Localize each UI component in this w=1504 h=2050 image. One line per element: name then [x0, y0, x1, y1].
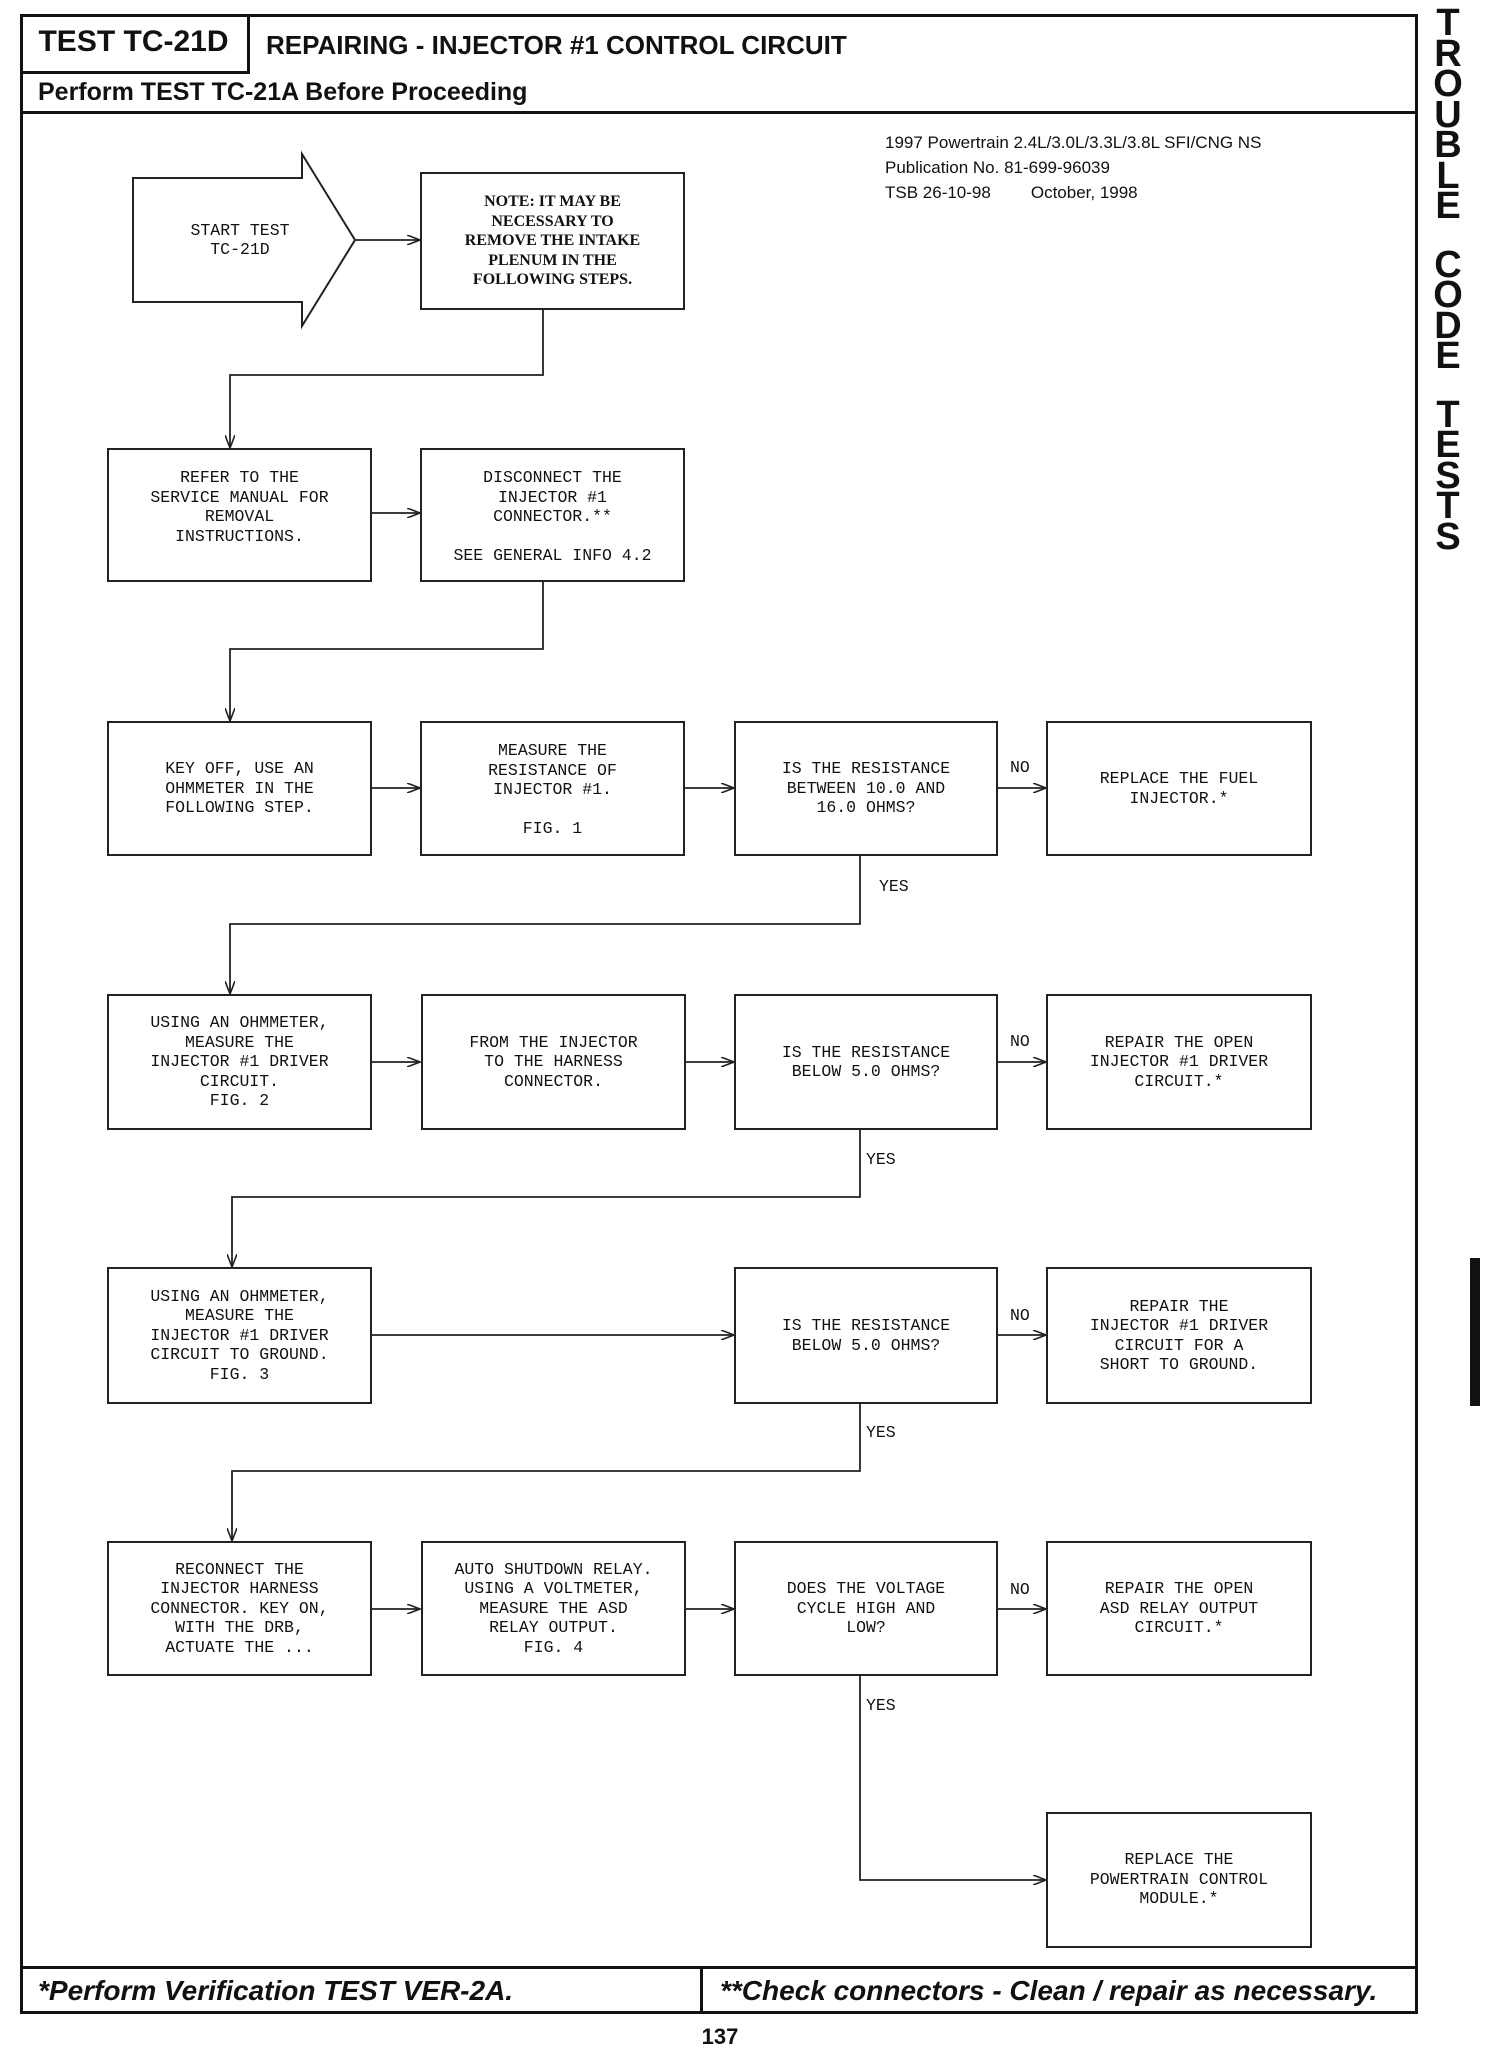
ohmmeter-ground-box: USING AN OHMMETER, MEASURE THE INJECTOR … [107, 1267, 372, 1404]
side-letter: E [1435, 335, 1461, 377]
side-letter: O [1433, 274, 1463, 316]
page-number: 137 [701, 2024, 739, 2049]
no-label: NO [1010, 1580, 1030, 1599]
ohmmeter-driver-box: USING AN OHMMETER, MEASURE THE INJECTOR … [107, 994, 372, 1130]
disconnect-connector-box: DISCONNECT THE INJECTOR #1 CONNECTOR.** … [420, 448, 685, 582]
title-row: TEST TC-21D REPAIRING - INJECTOR #1 CONT… [20, 14, 1418, 74]
side-letter: T [1436, 2, 1460, 44]
test-label: TEST TC-21D [20, 14, 250, 74]
resistance-question-3: IS THE RESISTANCE BELOW 5.0 OHMS? [734, 1267, 998, 1404]
tsb-number: TSB 26-10-98 [885, 183, 991, 202]
repair-asd-box: REPAIR THE OPEN ASD RELAY OUTPUT CIRCUIT… [1046, 1541, 1312, 1676]
subtitle-row: Perform TEST TC-21A Before Proceeding [20, 74, 1418, 114]
no-label: NO [1010, 1032, 1030, 1051]
tsb-date: October, 1998 [1030, 183, 1138, 202]
replace-pcm-box: REPLACE THE POWERTRAIN CONTROL MODULE.* [1046, 1812, 1312, 1948]
no-label: NO [1010, 1306, 1030, 1325]
footer-verification-note: *Perform Verification TEST VER-2A. [38, 1975, 514, 2006]
side-letter: U [1434, 93, 1462, 136]
note-box: NOTE: IT MAY BE NECESSARY TO REMOVE THE … [420, 172, 685, 310]
yes-label: YES [879, 877, 909, 896]
publication-line-1: 1997 Powertrain 2.4L/3.0L/3.3L/3.8L SFI/… [885, 133, 1262, 152]
page-frame [20, 14, 1418, 2014]
resistance-question-2: IS THE RESISTANCE BELOW 5.0 OHMS? [734, 994, 998, 1130]
replace-injector-box: REPLACE THE FUEL INJECTOR.* [1046, 721, 1312, 856]
start-arrow-shape [132, 150, 357, 330]
side-letter: L [1436, 154, 1460, 197]
injector-to-harness-box: FROM THE INJECTOR TO THE HARNESS CONNECT… [421, 994, 686, 1130]
side-letter: S [1435, 515, 1461, 558]
yes-label: YES [866, 1696, 896, 1715]
resistance-question-1: IS THE RESISTANCE BETWEEN 10.0 AND 16.0 … [734, 721, 998, 856]
subtitle: Perform TEST TC-21A Before Proceeding [38, 78, 528, 106]
side-letter: D [1434, 304, 1462, 347]
page-title: REPAIRING - INJECTOR #1 CONTROL CIRCUIT [266, 30, 847, 60]
section-marker [1470, 1258, 1480, 1406]
side-letter: R [1434, 32, 1462, 75]
publication-info: 1997 Powertrain 2.4L/3.0L/3.3L/3.8L SFI/… [885, 130, 1261, 205]
repair-short-box: REPAIR THE INJECTOR #1 DRIVER CIRCUIT FO… [1046, 1267, 1312, 1404]
refer-manual-box: REFER TO THE SERVICE MANUAL FOR REMOVAL … [107, 448, 372, 582]
voltage-question: DOES THE VOLTAGE CYCLE HIGH AND LOW? [734, 1541, 998, 1676]
footer-divider [700, 1969, 703, 2014]
publication-line-2: Publication No. 81-699-96039 [885, 158, 1110, 177]
yes-label: YES [866, 1150, 896, 1169]
repair-open-driver-box: REPAIR THE OPEN INJECTOR #1 DRIVER CIRCU… [1046, 994, 1312, 1130]
side-letter: T [1436, 485, 1460, 527]
side-letter: E [1435, 424, 1461, 466]
side-letter: C [1434, 243, 1462, 286]
publication-line-3: TSB 26-10-98 October, 1998 [885, 180, 1261, 205]
key-off-box: KEY OFF, USE AN OHMMETER IN THE FOLLOWIN… [107, 721, 372, 856]
no-label: NO [1010, 758, 1030, 777]
measure-resistance-box: MEASURE THE RESISTANCE OF INJECTOR #1. F… [420, 721, 685, 856]
side-letter: T [1436, 393, 1460, 436]
reconnect-harness-box: RECONNECT THE INJECTOR HARNESS CONNECTOR… [107, 1541, 372, 1676]
side-letter: O [1433, 63, 1463, 105]
yes-label: YES [866, 1423, 896, 1442]
footer: *Perform Verification TEST VER-2A. **Che… [20, 1966, 1418, 2014]
side-letter: B [1434, 124, 1462, 166]
side-letter: E [1435, 185, 1461, 227]
asd-relay-box: AUTO SHUTDOWN RELAY. USING A VOLTMETER, … [421, 1541, 686, 1676]
side-letter: S [1435, 454, 1461, 497]
footer-connector-note: **Check connectors - Clean / repair as n… [720, 1975, 1378, 2006]
start-test-label: START TEST TC-21D [190, 220, 290, 260]
